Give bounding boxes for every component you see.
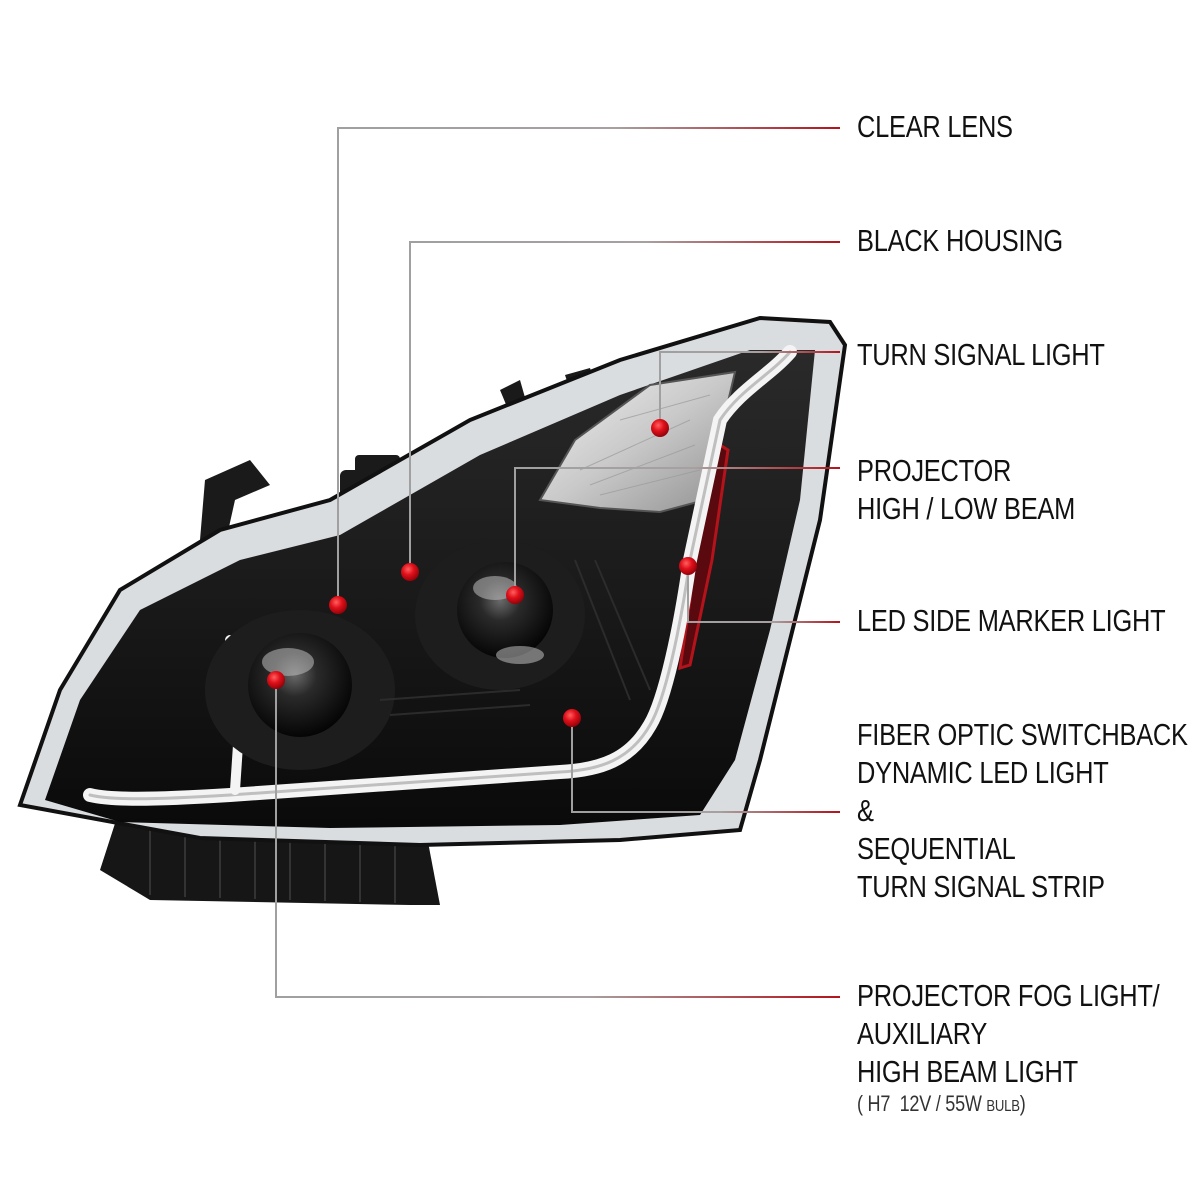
marker-projector-high-low-beam[interactable] — [506, 586, 524, 604]
callout-line: PROJECTOR — [857, 453, 1012, 488]
bulb-unit: BULB — [986, 1098, 1020, 1115]
marker-led-side-marker-light[interactable] — [679, 557, 697, 575]
callout-line: HIGH BEAM LIGHT — [857, 1054, 1078, 1089]
marker-fiber-optic-switchback[interactable] — [563, 709, 581, 727]
callout-line: TURN SIGNAL LIGHT — [857, 337, 1105, 372]
callout-led-side-marker-light: LED SIDE MARKER LIGHT — [857, 602, 1166, 640]
callout-projector-high-low-beam: PROJECTOR HIGH / LOW BEAM — [857, 452, 1075, 528]
callout-fiber-optic-switchback: FIBER OPTIC SWITCHBACK DYNAMIC LED LIGHT… — [857, 716, 1188, 906]
callout-line: & — [857, 793, 874, 828]
callout-line: BLACK HOUSING — [857, 223, 1063, 258]
callout-line: AUXILIARY — [857, 1016, 988, 1051]
bulb-type: H7 — [867, 1091, 891, 1116]
callout-line: LED SIDE MARKER LIGHT — [857, 603, 1166, 638]
callout-turn-signal-light: TURN SIGNAL LIGHT — [857, 336, 1105, 374]
callout-black-housing: BLACK HOUSING — [857, 222, 1063, 260]
callout-line: HIGH / LOW BEAM — [857, 491, 1076, 526]
note-open-paren: ( — [857, 1091, 863, 1116]
callout-connectors — [275, 127, 840, 998]
callout-clear-lens: CLEAR LENS — [857, 108, 1013, 146]
callout-line: SEQUENTIAL — [857, 831, 1016, 866]
marker-projector-fog-light[interactable] — [267, 671, 285, 689]
callout-markers — [267, 419, 697, 727]
callout-line: PROJECTOR FOG LIGHT/ — [857, 978, 1160, 1013]
bulb-spec-note: ( H7 12V / 55W BULB) — [857, 1091, 1160, 1120]
callout-line: CLEAR LENS — [857, 109, 1013, 144]
callout-projector-fog-light: PROJECTOR FOG LIGHT/ AUXILIARY HIGH BEAM… — [857, 977, 1160, 1120]
fog-projector-lens — [248, 633, 352, 737]
marker-clear-lens[interactable] — [329, 596, 347, 614]
note-close-paren: ) — [1019, 1091, 1026, 1116]
callout-line: FIBER OPTIC SWITCHBACK — [857, 717, 1188, 752]
callout-line: TURN SIGNAL STRIP — [857, 869, 1105, 904]
main-projector-lens — [457, 562, 553, 658]
bulb-power: 12V / 55W — [899, 1091, 982, 1116]
marker-black-housing[interactable] — [401, 563, 419, 581]
marker-turn-signal-light[interactable] — [651, 419, 669, 437]
callout-line: DYNAMIC LED LIGHT — [857, 755, 1109, 790]
